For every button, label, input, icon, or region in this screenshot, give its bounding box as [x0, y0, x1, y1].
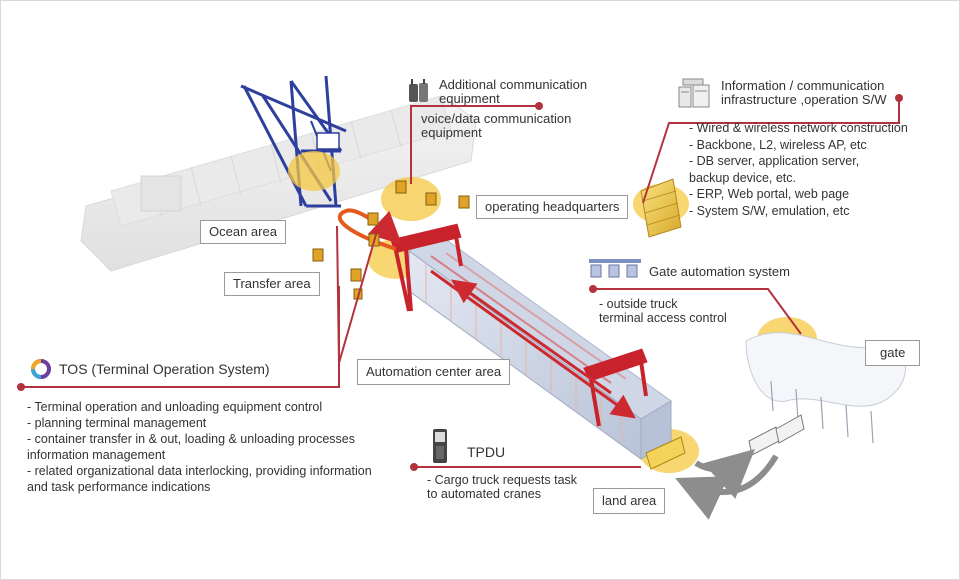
ship [80, 95, 477, 272]
list-item: to automated cranes [427, 487, 541, 501]
tos-title: TOS (Terminal Operation System) [59, 361, 270, 377]
gate-booth-icon [589, 259, 641, 278]
trucks [645, 414, 805, 470]
gate-lane-arrows [675, 448, 779, 520]
automation-label: Automation center area [357, 359, 511, 385]
list-item: - Wired & wireless network construction [689, 121, 908, 135]
list-item: backup device, etc. [689, 170, 797, 185]
gantry-crane-2 [583, 348, 648, 427]
transfer-label: Transfer area [224, 272, 320, 296]
list-item: terminal access control [599, 311, 727, 325]
ocean-highlight [288, 151, 340, 191]
yard-flow-arrows [430, 269, 636, 419]
tpdu-device-icon [433, 429, 447, 463]
list-item: - container transfer in & out, loading &… [27, 432, 355, 446]
list-item: - DB server, application server, [689, 154, 860, 168]
leader-lines [21, 98, 900, 468]
transfer-loop-arrow [337, 208, 402, 251]
info-list: - Wired & wireless network construction … [689, 120, 908, 219]
list-item: - ERP, Web portal, web page [689, 187, 850, 201]
hq-label: operating headquarters [476, 195, 629, 219]
server-icon [678, 78, 710, 108]
walkie-talkie-icon [409, 79, 428, 102]
list-item: - planning terminal management [27, 416, 207, 430]
land-label: land area [593, 488, 666, 514]
list-item: - Backbone, L2, wireless AP, etc [689, 137, 867, 152]
list-item: and task performance indications [27, 480, 211, 494]
tpdu-list: - Cargo truck requests task to automated… [427, 473, 577, 501]
list-item: - System S/W, emulation, etc [689, 203, 850, 218]
hq-building [640, 178, 682, 238]
comm-sub: voice/data communication equipment [421, 111, 572, 140]
tpdu-title: TPDU [467, 444, 506, 460]
list-item: - related organizational data interlocki… [27, 464, 372, 478]
leader-dots [17, 94, 903, 471]
info-title: Information / communication infrastructu… [721, 78, 887, 107]
ocean-label: Ocean area [200, 220, 286, 244]
gate-label: gate [865, 340, 921, 366]
gate-system-title: Gate automation system [649, 264, 790, 279]
tos-list: - Terminal operation and unloading equip… [27, 399, 372, 495]
list-item: - outside truck [599, 297, 678, 311]
list-item: - Cargo truck requests task [427, 473, 578, 487]
comm-title: Additional communication equipment [439, 77, 588, 106]
tos-ring-icon [31, 359, 51, 379]
gate-system-list: - outside truck terminal access control [599, 297, 727, 325]
list-item: information management [27, 448, 166, 462]
list-item: - Terminal operation and unloading equip… [27, 400, 323, 414]
